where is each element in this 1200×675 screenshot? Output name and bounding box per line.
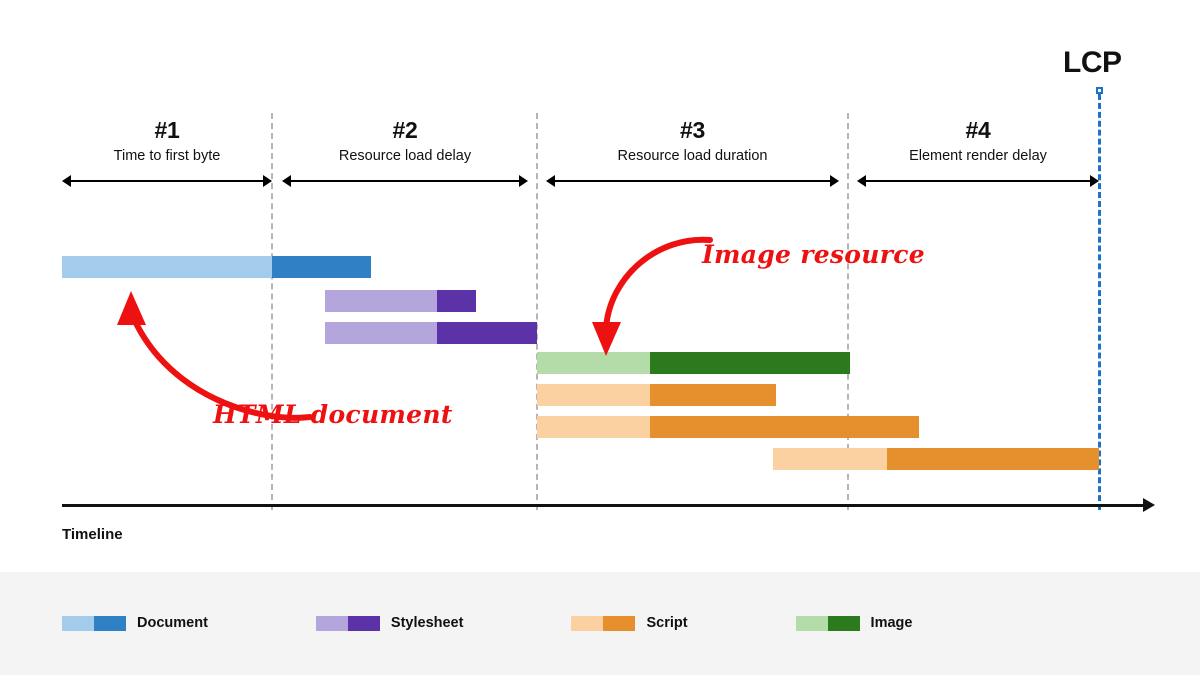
legend-label: Stylesheet: [390, 615, 464, 631]
image-resource-arrow-icon: [592, 236, 713, 356]
legend-row: Document Stylesheet Script Image: [62, 615, 912, 631]
legend-swatch-light: [315, 615, 348, 631]
phase-divider-2: [536, 113, 538, 510]
legend-swatch-dark: [347, 615, 380, 631]
lcp-marker-cap: [1096, 87, 1103, 94]
phase-divider-3: [847, 113, 849, 510]
phase-block-4: #4 Element render delay: [857, 118, 1099, 164]
phase-measure-4: [857, 175, 1099, 187]
legend-swatch-icon: [795, 615, 860, 631]
waterfall-bar: [62, 256, 371, 278]
bar-segment-download: [272, 256, 371, 278]
legend-swatch-light: [795, 615, 828, 631]
phase-measure-3: [546, 175, 839, 187]
waterfall-bar: [537, 416, 919, 438]
bar-segment-wait: [773, 448, 887, 470]
bar-segment-download: [650, 416, 919, 438]
bar-segment-wait: [537, 416, 650, 438]
bar-segment-wait: [537, 384, 650, 406]
waterfall-bar: [537, 352, 850, 374]
legend-item: Image: [795, 615, 913, 631]
legend-item: Stylesheet: [315, 615, 464, 631]
lcp-label: LCP: [1063, 46, 1122, 79]
image-resource-annotation: Image resource: [702, 240, 925, 269]
bar-segment-wait: [325, 290, 437, 312]
phase-block-1: #1 Time to first byte: [62, 118, 272, 164]
phase-name-1: Time to first byte: [113, 148, 221, 165]
waterfall-bar: [325, 290, 476, 312]
legend-swatch-dark: [603, 615, 636, 631]
legend-swatch-icon: [315, 615, 380, 631]
legend-swatch-dark: [827, 615, 860, 631]
phase-name-3: Resource load duration: [617, 148, 768, 165]
phase-number-1: #1: [154, 117, 180, 143]
bar-segment-wait: [62, 256, 272, 278]
legend-item: Script: [571, 615, 688, 631]
bar-segment-download: [650, 352, 850, 374]
waterfall-bar: [773, 448, 1099, 470]
bar-segment-wait: [325, 322, 437, 344]
legend-swatch-light: [62, 615, 94, 631]
timeline-axis: [62, 504, 1145, 507]
legend-swatch-dark: [94, 615, 126, 631]
bar-segment-wait: [537, 352, 650, 374]
timeline-arrow-icon: [1143, 498, 1155, 512]
legend-label: Image: [870, 615, 913, 631]
html-document-arrow-icon: [117, 291, 313, 421]
phase-name-2: Resource load delay: [338, 148, 472, 165]
lcp-marker-line: [1098, 94, 1101, 510]
phase-divider-1: [271, 113, 273, 510]
waterfall-bar: [325, 322, 537, 344]
legend-label: Document: [137, 615, 208, 631]
bar-segment-download: [437, 290, 476, 312]
phase-number-4: #4: [965, 117, 991, 143]
phase-measure-1: [62, 175, 272, 187]
legend-panel: Document Stylesheet Script Image: [0, 572, 1200, 675]
timeline-label: Timeline: [62, 526, 123, 543]
html-document-annotation: HTML document: [213, 400, 453, 429]
waterfall-bar: [537, 384, 776, 406]
phase-block-2: #2 Resource load delay: [282, 118, 528, 164]
legend-swatch-light: [571, 615, 604, 631]
phase-block-3: #3 Resource load duration: [546, 118, 839, 164]
chart-area: LCP #1 Time to first byte #2 Resource lo…: [62, 46, 1155, 543]
bar-segment-download: [650, 384, 776, 406]
legend-swatch-icon: [571, 615, 636, 631]
phase-number-2: #2: [392, 117, 418, 143]
phase-name-4: Element render delay: [909, 148, 1047, 165]
legend-label: Script: [646, 615, 688, 631]
legend-swatch-icon: [62, 615, 126, 631]
phase-measure-2: [282, 175, 528, 187]
bar-segment-download: [437, 322, 537, 344]
legend-item: Document: [62, 615, 208, 631]
phase-number-3: #3: [680, 117, 705, 143]
bar-segment-download: [887, 448, 1099, 470]
